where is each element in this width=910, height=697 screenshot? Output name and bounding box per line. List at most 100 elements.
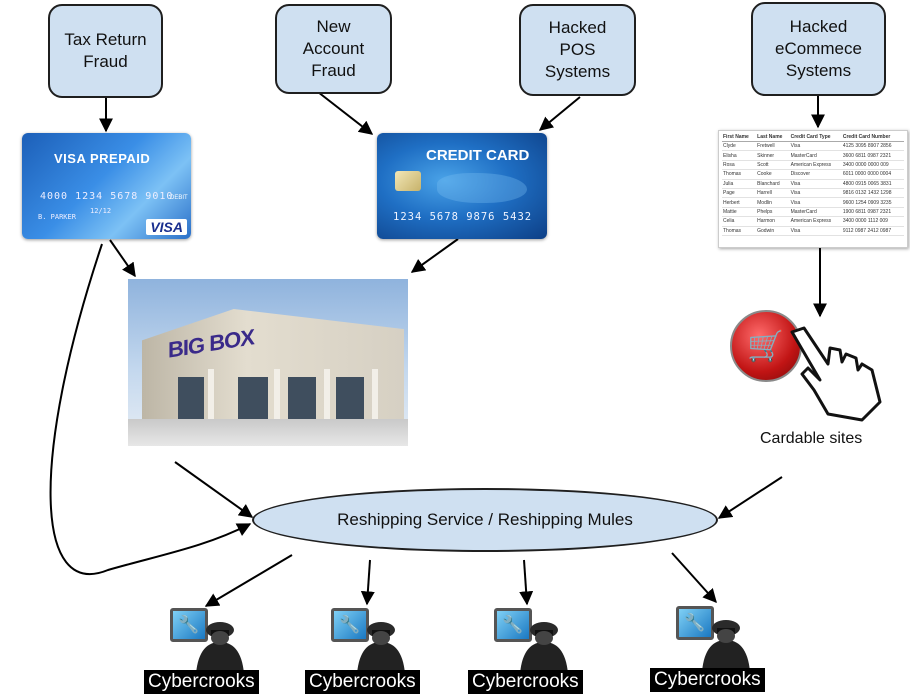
table-cell: Thomas [722,169,757,180]
shopping-cart-icon: 🛒 [730,310,802,382]
arrow-pos-to-cc [538,96,581,131]
table-cell: 4125 3095 8907 2856 [841,141,904,152]
arrow-store-to-hub [174,461,254,518]
table-cell: Mattie [722,207,757,218]
source-line: Fraud [311,61,356,80]
arrow-hub-to-crook-2 [360,559,375,606]
cybercrook-4: 🔧 Cybercrooks [650,604,774,692]
cardable-sites-graphic: 🛒 [728,302,890,424]
visa-card-holder: B. PARKER [38,213,76,221]
visa-card-title: VISA PREPAID [54,151,151,166]
table-cell: Modlin [756,197,790,208]
source-line: Hacked [789,17,848,36]
source-line: Account [302,39,365,58]
store-pillar [372,369,378,421]
store-window [288,377,316,421]
store-window [238,377,268,421]
table-cell: Thomas [722,226,757,236]
source-line: New [316,17,351,36]
table-cell: Herbert [722,197,757,208]
arrow-hub-to-crook-1 [204,554,293,607]
source-line: Tax Return [64,30,147,49]
table-cell: Harrell [756,188,790,199]
big-box-store-image: BIG BOX [128,279,408,446]
table-cell: Visa [789,179,842,189]
hooded-hacker-icon [520,622,568,674]
cybercrook-label: Cybercrooks [305,670,420,694]
table-cell: Phelps [756,207,790,218]
table-cell: 9816 0132 1432 1298 [841,188,904,199]
hooded-hacker-icon [357,622,405,674]
table-cell: Celia [722,216,757,227]
cybercrook-3: 🔧 Cybercrooks [468,606,592,694]
visa-prepaid-card: VISA PREPAID 4000 1234 5678 9010 12/12 D… [22,133,191,239]
table-cell: Rosa [722,160,757,171]
reshipping-hub: Reshipping Service / Reshipping Mules [252,488,718,552]
table-cell: Harmon [756,216,790,227]
table-cell: Visa [789,197,842,208]
table-cell: Elisha [722,150,757,161]
arrow-visa-to-store [109,239,136,278]
wrench-monitor-icon: 🔧 [676,606,714,640]
table-cell: American Express [789,216,842,227]
table-cell: Visa [789,188,842,199]
table-cell: 9600 1254 0909 3235 [841,197,904,208]
store-pillar [208,369,214,421]
table-cell: 3400 0000 0000 009 [841,160,904,171]
table-cell: 9112 0987 2412 0987 [841,226,904,236]
cybercrook-label: Cybercrooks [144,670,259,694]
source-line: Systems [544,62,611,81]
table-cell: MasterCard [789,207,842,218]
cybercrook-1: 🔧 Cybercrooks [144,606,268,694]
credit-card-title: CREDIT CARD [426,147,530,164]
arrow-cc-to-store [410,238,459,273]
table-cell: Scott [756,160,790,171]
wrench-monitor-icon: 🔧 [494,608,532,642]
arrow-hub-to-crook-4 [671,552,717,604]
table-cell: Visa [789,226,842,236]
credit-card: CREDIT CARD 1234 5678 9876 5432 [377,133,547,239]
arrow-newacct-to-cc [317,91,374,135]
visa-card-number: 4000 1234 5678 9010 [40,191,174,202]
cybercrook-2: 🔧 Cybercrooks [305,606,429,694]
arrow-hub-to-crook-3 [519,559,534,606]
store-pillar [274,369,280,421]
wrench-monitor-icon: 🔧 [331,608,369,642]
store-pillar [324,369,330,421]
table-cell: 3400 0000 1112 009 [841,216,904,227]
table-header: Last Name [756,133,790,142]
stolen-card-data-table: First Name Last Name Credit Card Type Cr… [718,130,908,248]
hooded-hacker-icon [702,620,750,672]
table-cell: 1900 6811 0987 2321 [841,207,904,218]
source-line: Systems [785,61,852,80]
table-cell: Discover [789,169,842,180]
table-header: Credit Card Type [789,133,842,142]
table-cell: 4800 0915 0065 3831 [841,179,904,189]
source-line: POS [559,40,596,59]
table-cell: Page [722,188,757,199]
table-cell: Skinner [756,150,790,161]
visa-logo: VISA [146,219,187,235]
card-chip-icon [395,171,421,191]
table-header-row: First Name Last Name Credit Card Type Cr… [722,133,904,142]
table-cell: 6011 0000 0000 0004 [841,169,904,180]
table-cell: Fretwell [756,141,790,152]
table-cell: Visa [789,141,842,152]
source-line: Fraud [83,52,128,71]
table-cell: MasterCard [789,150,842,161]
cybercrook-label: Cybercrooks [650,668,765,692]
arrow-visa-to-hub-curve [49,243,252,576]
source-line: Hacked [548,18,607,37]
hooded-hacker-icon [196,622,244,674]
